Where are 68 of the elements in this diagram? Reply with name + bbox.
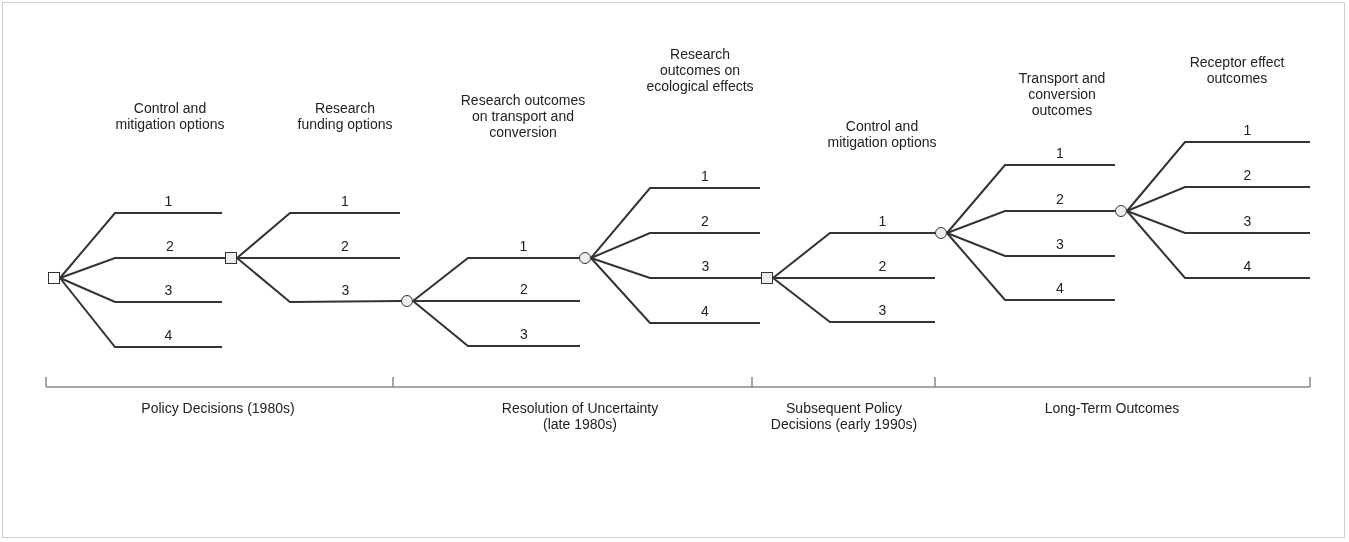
branch-line — [1126, 210, 1311, 234]
edge-label: 2 — [876, 259, 889, 273]
edge-label: 1 — [1054, 146, 1066, 160]
edge-label: 3 — [699, 259, 712, 273]
phase-label: Subsequent Policy Decisions (early 1990s) — [769, 400, 919, 432]
edge-label: 4 — [699, 304, 711, 318]
edge-label: 2 — [518, 282, 530, 296]
edge-label: 4 — [1241, 259, 1254, 273]
phase-label: Long-Term Outcomes — [1043, 400, 1181, 416]
branch-line — [590, 187, 761, 259]
branch-line — [59, 277, 223, 348]
edge-label: 2 — [339, 239, 351, 253]
branch-line — [590, 257, 761, 324]
edge-label: 4 — [162, 328, 175, 342]
branch-line — [1126, 141, 1311, 212]
edge-label: 1 — [876, 214, 889, 228]
column-heading: Research funding options — [296, 100, 394, 132]
branch-line — [590, 257, 762, 279]
column-heading: Control and mitigation options — [115, 100, 225, 132]
edge-label: 1 — [339, 194, 351, 208]
branch-line — [59, 212, 223, 279]
edge-label: 3 — [339, 283, 352, 297]
branch-line — [412, 300, 581, 302]
chance-node — [935, 227, 947, 239]
column-heading: Receptor effect outcomes — [1188, 54, 1286, 86]
edge-label: 2 — [699, 214, 711, 228]
edge-label: 2 — [1054, 192, 1066, 206]
column-heading: Research outcomes on ecological effects — [645, 46, 755, 94]
branch-line — [236, 257, 401, 259]
edge-label: 3 — [1054, 237, 1066, 251]
edge-label: 3 — [876, 303, 889, 317]
decision-node — [48, 272, 60, 284]
branch-line — [590, 232, 761, 259]
branch-line — [1126, 186, 1311, 212]
branch-line — [946, 232, 1116, 301]
branch-line — [412, 257, 580, 302]
edge-label: 4 — [1054, 281, 1066, 295]
branch-line — [59, 277, 223, 303]
phase-label: Resolution of Uncertainty (late 1980s) — [500, 400, 660, 432]
phase-label: Policy Decisions (1980s) — [140, 400, 296, 416]
edge-label: 1 — [517, 239, 530, 253]
branch-line — [236, 257, 402, 303]
chance-node — [401, 295, 413, 307]
branch-line — [236, 212, 401, 259]
branch-line — [772, 277, 936, 323]
column-heading: Transport and conversion outcomes — [1017, 70, 1107, 118]
edge-label: 2 — [164, 239, 176, 253]
decision-node — [225, 252, 237, 264]
column-heading: Research outcomes on transport and conversion — [459, 92, 587, 140]
edge-label: 2 — [1241, 168, 1254, 182]
branch-line — [59, 257, 226, 279]
branch-line — [946, 164, 1116, 234]
decision-node — [761, 272, 773, 284]
edge-label: 1 — [162, 194, 175, 208]
branch-line — [946, 210, 1116, 234]
branch-line — [772, 232, 936, 279]
branch-line — [412, 300, 581, 347]
edge-label: 3 — [162, 283, 175, 297]
branch-line — [1126, 210, 1311, 279]
edge-label: 1 — [699, 169, 711, 183]
chance-node — [579, 252, 591, 264]
edge-label: 3 — [1241, 214, 1254, 228]
edge-label: 3 — [518, 327, 530, 341]
branch-line — [946, 232, 1116, 257]
chance-node — [1115, 205, 1127, 217]
edge-label: 1 — [1241, 123, 1254, 137]
branch-line — [772, 277, 936, 279]
column-heading: Control and mitigation options — [827, 118, 937, 150]
